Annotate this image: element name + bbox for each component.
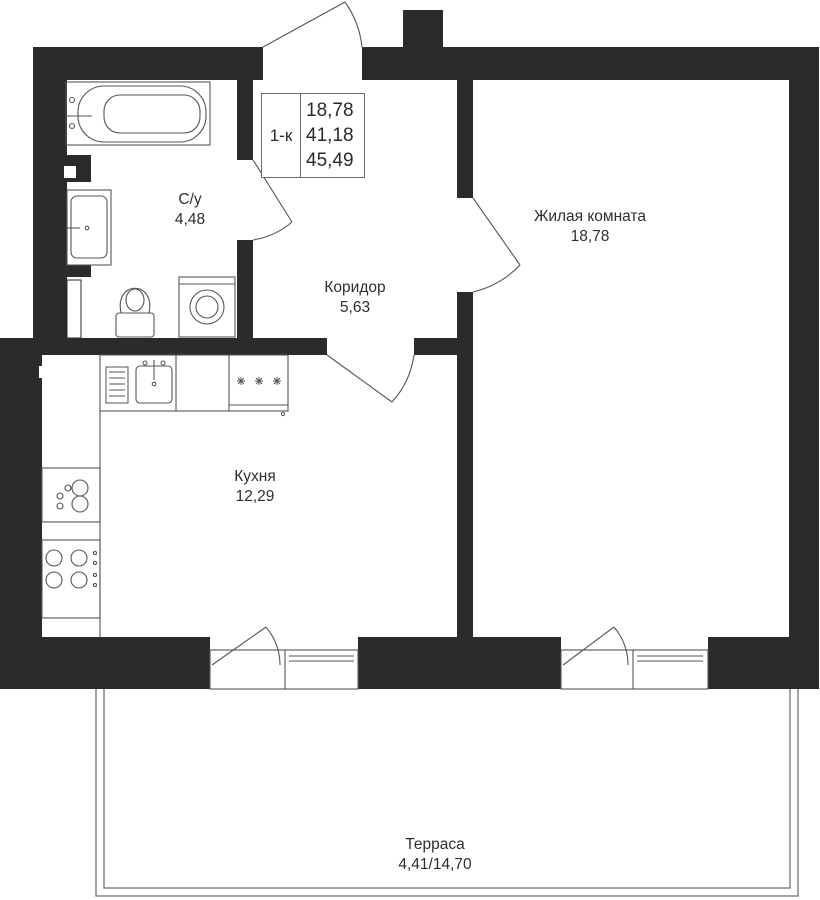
room-area: 12,29 (235, 488, 275, 505)
total-with-terrace-value: 45,49 (306, 150, 354, 171)
total-area-value: 41,18 (306, 125, 354, 146)
doors (252, 1, 521, 403)
area-summary-box: 1-к 18,78 41,18 45,49 (261, 93, 365, 178)
room-area: 18,78 (570, 228, 610, 245)
room-area: 4,48 (174, 211, 206, 228)
cooktop-icon (237, 377, 286, 417)
washbasin-icon (66, 189, 112, 266)
washing-machine-icon (178, 276, 236, 338)
room-name: Терраса (405, 836, 465, 853)
drainer-icon (105, 366, 129, 404)
bathtub-icon (65, 81, 211, 146)
room-area: 5,63 (339, 299, 371, 316)
room-label-kitchen: Кухня 12,29 (210, 467, 300, 507)
apartment-type-label: 1-к (262, 94, 301, 177)
stove-icon (41, 467, 101, 619)
room-label-bathroom: С/у 4,48 (150, 190, 230, 230)
living-area-value: 18,78 (306, 100, 354, 121)
room-label-living-room: Жилая комната 18,78 (515, 207, 665, 247)
kitchen-sink-icon (135, 360, 173, 404)
toilet-icon (115, 287, 155, 338)
ventilation-shafts (39, 166, 76, 378)
room-label-corridor: Коридор 5,63 (300, 278, 410, 318)
room-label-terrace: Терраса 4,41/14,70 (370, 835, 500, 875)
walls (0, 10, 819, 689)
windows (209, 626, 709, 690)
room-area: 4,41/14,70 (398, 856, 472, 873)
room-name: С/у (178, 191, 202, 208)
room-name: Коридор (324, 279, 386, 296)
gas-burner-icon (56, 479, 89, 513)
room-name: Жилая комната (534, 208, 646, 225)
room-name: Кухня (234, 468, 276, 485)
